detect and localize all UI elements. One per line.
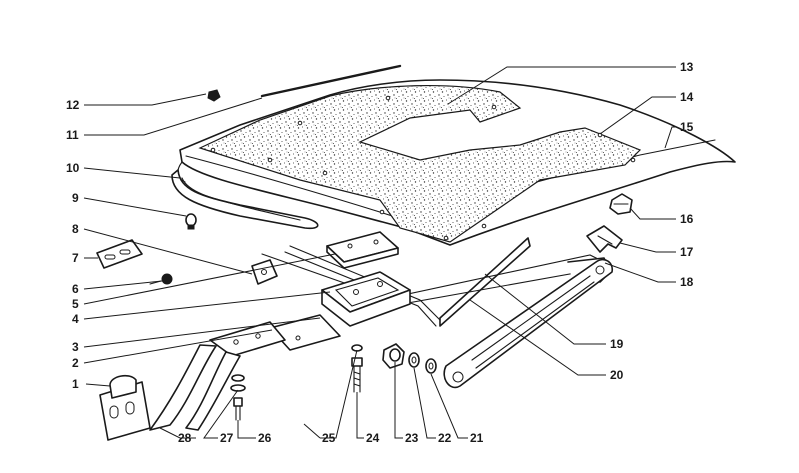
insulation-pad [198, 84, 642, 243]
lock-catch-8 [251, 259, 278, 285]
callout-6: 6 [72, 282, 79, 296]
spacer-plate-2 [269, 314, 341, 351]
callout-9: 9 [72, 191, 79, 205]
callout-14: 14 [680, 90, 694, 104]
callout-8: 8 [72, 222, 79, 236]
screw-6 [149, 273, 173, 285]
hood-weatherstrip-rod [260, 64, 402, 98]
nut-23 [382, 343, 405, 369]
callouts: 1 2 3 4 5 6 7 8 9 10 11 12 13 14 15 16 1… [66, 60, 694, 445]
washer-22 [408, 352, 420, 368]
callout-16: 16 [680, 212, 694, 226]
bolt-26 [230, 374, 246, 421]
bolt-24 [351, 357, 363, 393]
callout-15: 15 [680, 120, 694, 134]
spring-clip-17 [586, 225, 623, 253]
callout-2: 2 [72, 356, 79, 370]
callout-25: 25 [322, 431, 336, 445]
callout-24: 24 [366, 431, 380, 445]
callout-13: 13 [680, 60, 694, 74]
link-arm-20 [443, 258, 614, 389]
callout-18: 18 [680, 275, 694, 289]
callout-4: 4 [72, 312, 79, 326]
callout-11: 11 [66, 128, 79, 142]
callout-1: 1 [72, 377, 79, 391]
hinge-arm [99, 321, 286, 441]
callout-17: 17 [680, 245, 694, 259]
callout-22: 22 [438, 431, 452, 445]
callout-28: 28 [178, 431, 192, 445]
callout-7: 7 [72, 251, 79, 265]
callout-26: 26 [258, 431, 272, 445]
callout-23: 23 [405, 431, 419, 445]
hood-seal-strip [171, 169, 319, 230]
plug-9 [185, 213, 197, 230]
callout-10: 10 [66, 161, 80, 175]
bracket-7 [96, 239, 143, 269]
callout-27: 27 [220, 431, 234, 445]
callout-3: 3 [72, 340, 79, 354]
callout-19: 19 [610, 337, 624, 351]
leader-lines [83, 66, 676, 439]
hinge-mechanism [321, 231, 411, 327]
rubber-buffer-16 [609, 193, 633, 215]
callout-21: 21 [470, 431, 484, 445]
callout-5: 5 [72, 297, 79, 311]
washer-21 [425, 358, 437, 374]
callout-20: 20 [610, 368, 624, 382]
callout-12: 12 [66, 98, 80, 112]
clip-12 [207, 89, 221, 102]
